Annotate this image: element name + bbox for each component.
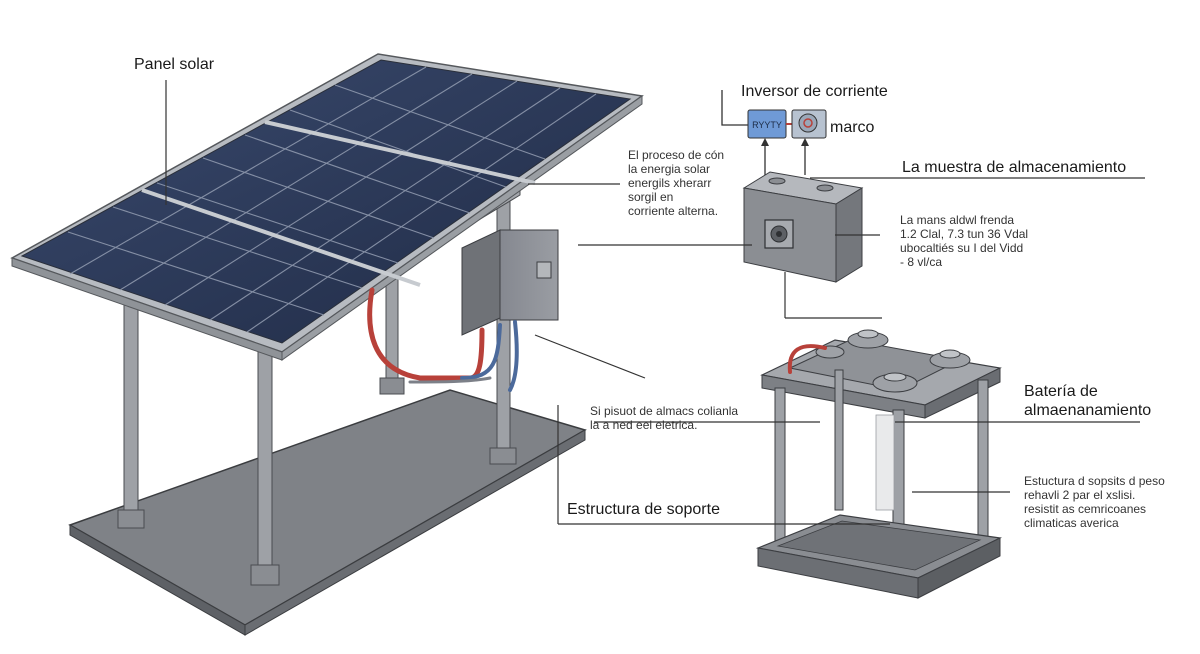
base-plate [68, 389, 587, 636]
label-estructura: Estructura de soporte [567, 501, 720, 518]
label-bateria-1: Batería de [1024, 383, 1098, 400]
note-sistema: Si pisuot de almacs colianla la a ned ee… [590, 404, 739, 432]
note-proceso: El proceso de cón la energia solar energ… [628, 148, 725, 218]
leader-lines [165, 80, 1145, 525]
cables [367, 287, 519, 392]
note-muestra-specs: La mans aldwl frenda 1.2 Clal, 7.3 tun 3… [900, 213, 1029, 269]
inverter-widget-text: RYYTY [752, 120, 782, 130]
label-muestra: La muestra de almacenamiento [902, 159, 1127, 176]
label-inversor: Inversor de corriente [741, 83, 888, 100]
battery-unit [755, 329, 1003, 599]
note-estructura-desc: Estuctura d sopsits d peso rehavli 2 par… [1024, 474, 1165, 530]
junction-box [461, 229, 559, 336]
label-marco: marco [830, 119, 875, 136]
storage-sample-box [742, 171, 864, 283]
label-panel-solar: Panel solar [134, 56, 215, 73]
inverter-widgets: RYYTY [721, 90, 827, 175]
label-bateria-2: almaenanamiento [1024, 402, 1152, 419]
